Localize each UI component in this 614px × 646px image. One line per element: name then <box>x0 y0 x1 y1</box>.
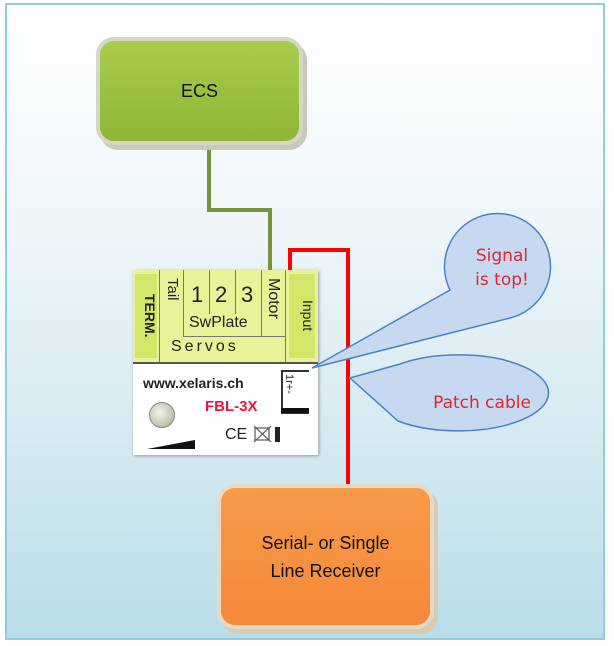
signal-callout-line1: Signal <box>475 246 529 266</box>
input-label: Input <box>289 274 316 358</box>
gain-ramp-icon <box>147 440 195 449</box>
servos-label: Servos <box>171 338 239 355</box>
divider <box>209 270 210 314</box>
divider <box>159 270 160 362</box>
divider <box>285 270 286 362</box>
divider <box>261 270 262 336</box>
patch-callout-text: Patch cable <box>433 393 531 413</box>
plug-bar <box>281 408 309 413</box>
signal-callout-text: Signal is top! <box>452 244 552 292</box>
receiver-label-line2: Line Receiver <box>270 560 381 581</box>
model-label: FBL-3X <box>205 398 258 415</box>
patch-callout-bubble <box>348 354 550 432</box>
patch-cable-wire <box>288 248 350 486</box>
motor-label: Motor <box>265 278 282 319</box>
divider <box>183 270 184 336</box>
fbl-3x-device: TERM. Tail 1 2 3 Motor Input SwPlate Ser… <box>133 270 318 455</box>
tail-label: Tail <box>164 278 181 301</box>
channel-1-label: 1 <box>191 282 204 307</box>
receiver-label-line1: Serial- or Single <box>261 532 390 553</box>
plug-label: 1r+- <box>283 374 295 394</box>
receiver-box: Serial- or Single Line Receiver <box>217 484 434 629</box>
divider <box>183 336 285 337</box>
term-label: TERM. <box>135 274 158 358</box>
swplate-label: SwPlate <box>189 314 248 331</box>
ecs-wire <box>207 148 272 272</box>
channel-3-label: 3 <box>241 282 254 307</box>
channel-2-label: 2 <box>215 282 228 307</box>
device-header: TERM. Tail 1 2 3 Motor Input SwPlate Ser… <box>133 270 318 364</box>
gain-knob-icon <box>149 402 175 428</box>
ecs-box: ECS <box>96 37 303 145</box>
weee-icon <box>253 425 280 443</box>
input-plug <box>281 370 309 414</box>
signal-callout-line2: is top! <box>475 270 529 290</box>
signal-callout-bubble <box>311 212 552 369</box>
url-text: www.xelaris.ch <box>143 375 244 391</box>
divider <box>235 270 236 314</box>
ecs-label: ECS <box>180 80 218 101</box>
ce-mark: CE <box>225 426 248 443</box>
